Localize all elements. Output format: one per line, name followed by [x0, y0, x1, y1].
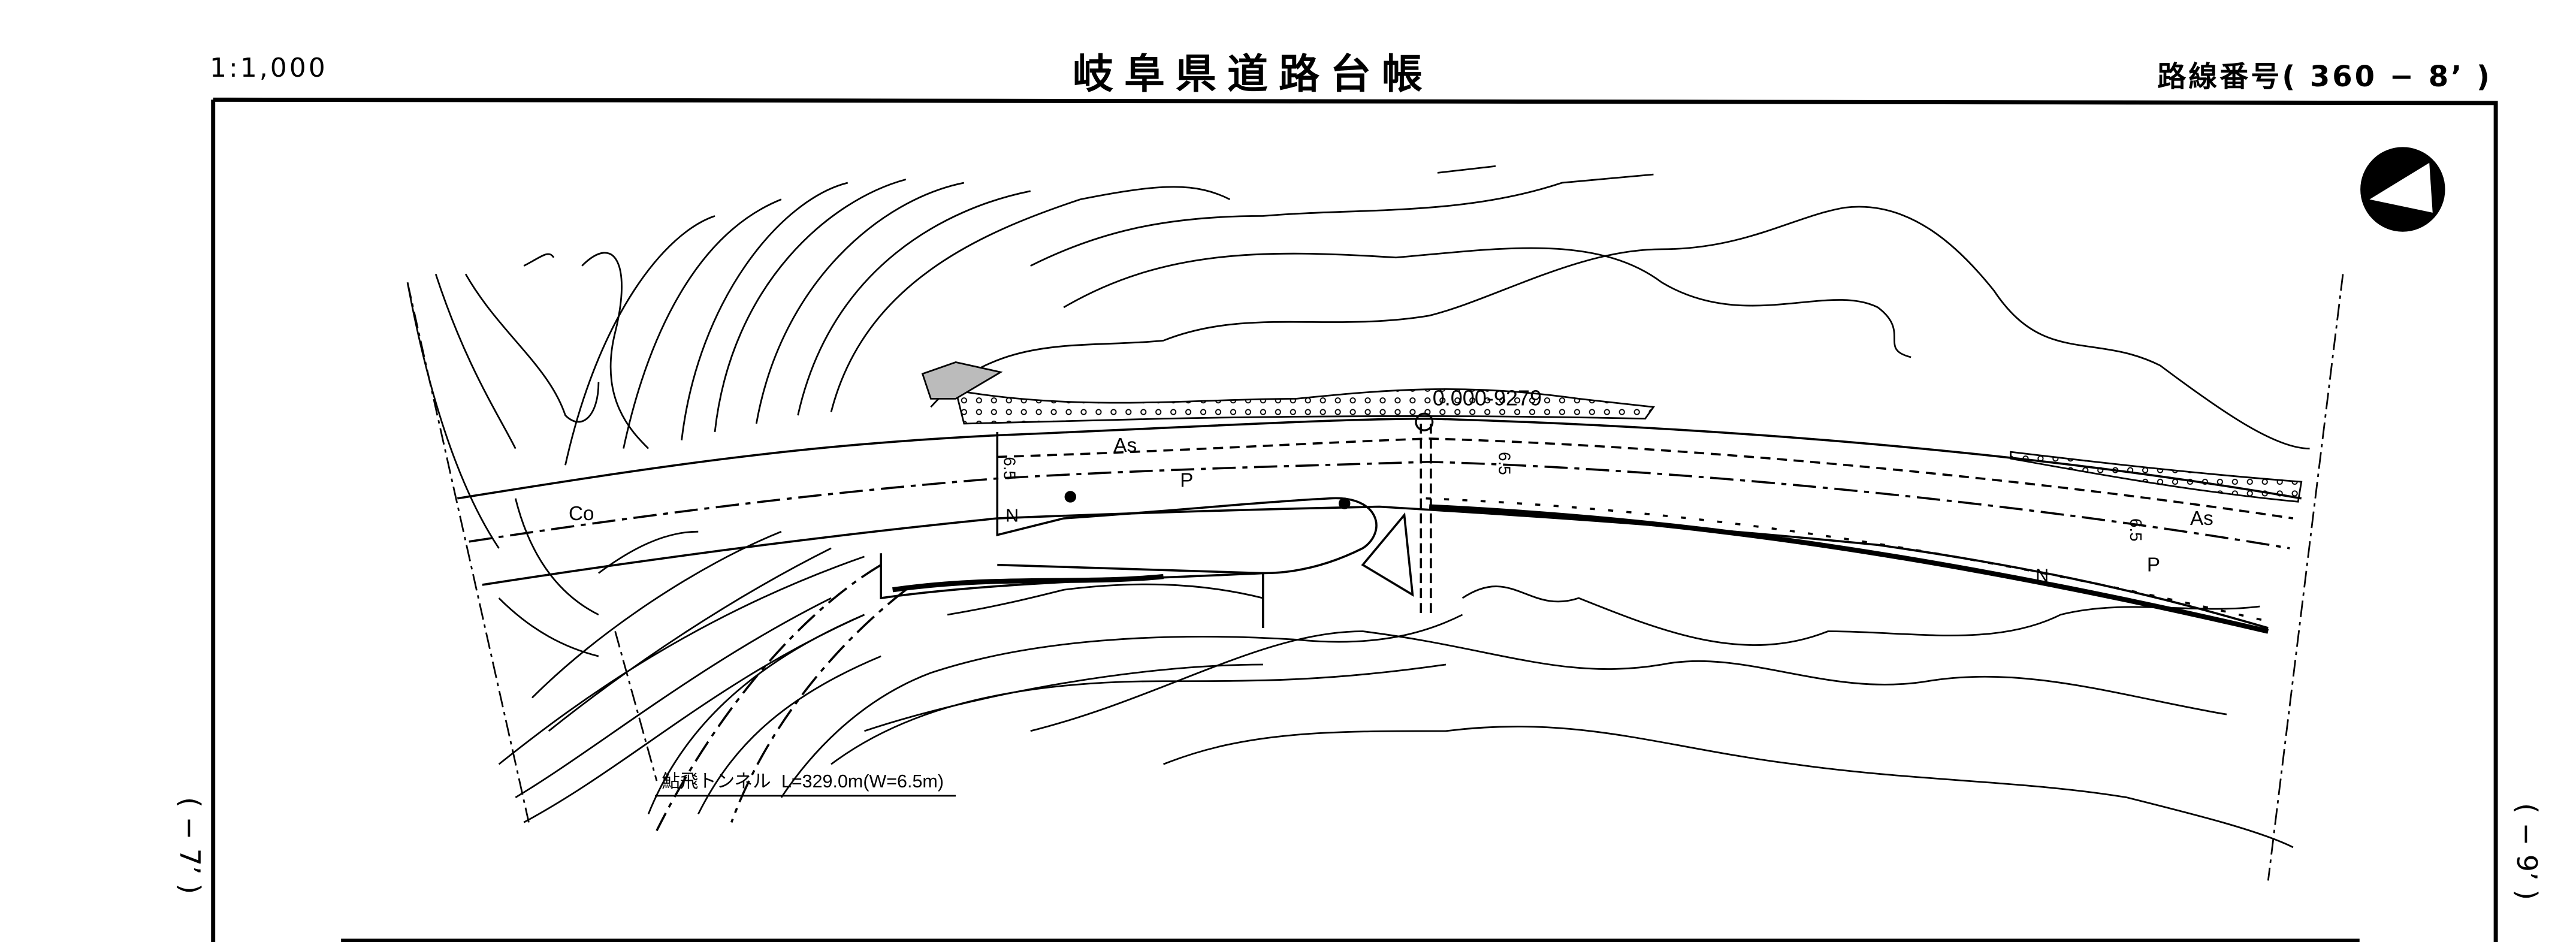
width-label: 6.5 — [2127, 518, 2145, 542]
surface-label-as: As — [2190, 508, 2213, 530]
surface-label-as: As — [1113, 434, 1137, 457]
road — [457, 417, 2302, 832]
surface-label-p: P — [2147, 554, 2160, 576]
page-title: 岐阜県道路台帳 — [1073, 51, 1434, 98]
scale-label: 1:1,000 — [210, 53, 328, 83]
surface-label-n: N — [2036, 565, 2049, 585]
right-sheet-reference: ( − 9’ ) — [2511, 803, 2543, 901]
hatched-area — [921, 361, 1003, 400]
station-label: 0.000-9279 — [1433, 385, 1542, 410]
route-number: 路線番号( 360 − 8’ ) — [2157, 60, 2492, 93]
left-sheet-reference: ( − 7’ ) — [174, 797, 206, 895]
surface-label-co: Co — [569, 503, 594, 525]
north-arrow-icon — [2360, 147, 2445, 232]
surface-label-p: P — [1180, 469, 1193, 491]
boundary-lines — [406, 274, 2344, 881]
tunnel-name: 鮎飛トンネル — [662, 771, 771, 792]
map-frame — [211, 97, 2498, 942]
surface-label-n: N — [1005, 506, 1019, 526]
width-label: 6.5 — [1496, 452, 1514, 475]
dotted-shoulder-right — [2010, 451, 2303, 503]
station-marker — [1415, 412, 1434, 431]
dotted-shoulder — [955, 388, 1655, 425]
width-label: 6.5 — [1000, 457, 1019, 480]
tunnel-spec: L=329.0m(W=6.5m) — [781, 771, 944, 792]
